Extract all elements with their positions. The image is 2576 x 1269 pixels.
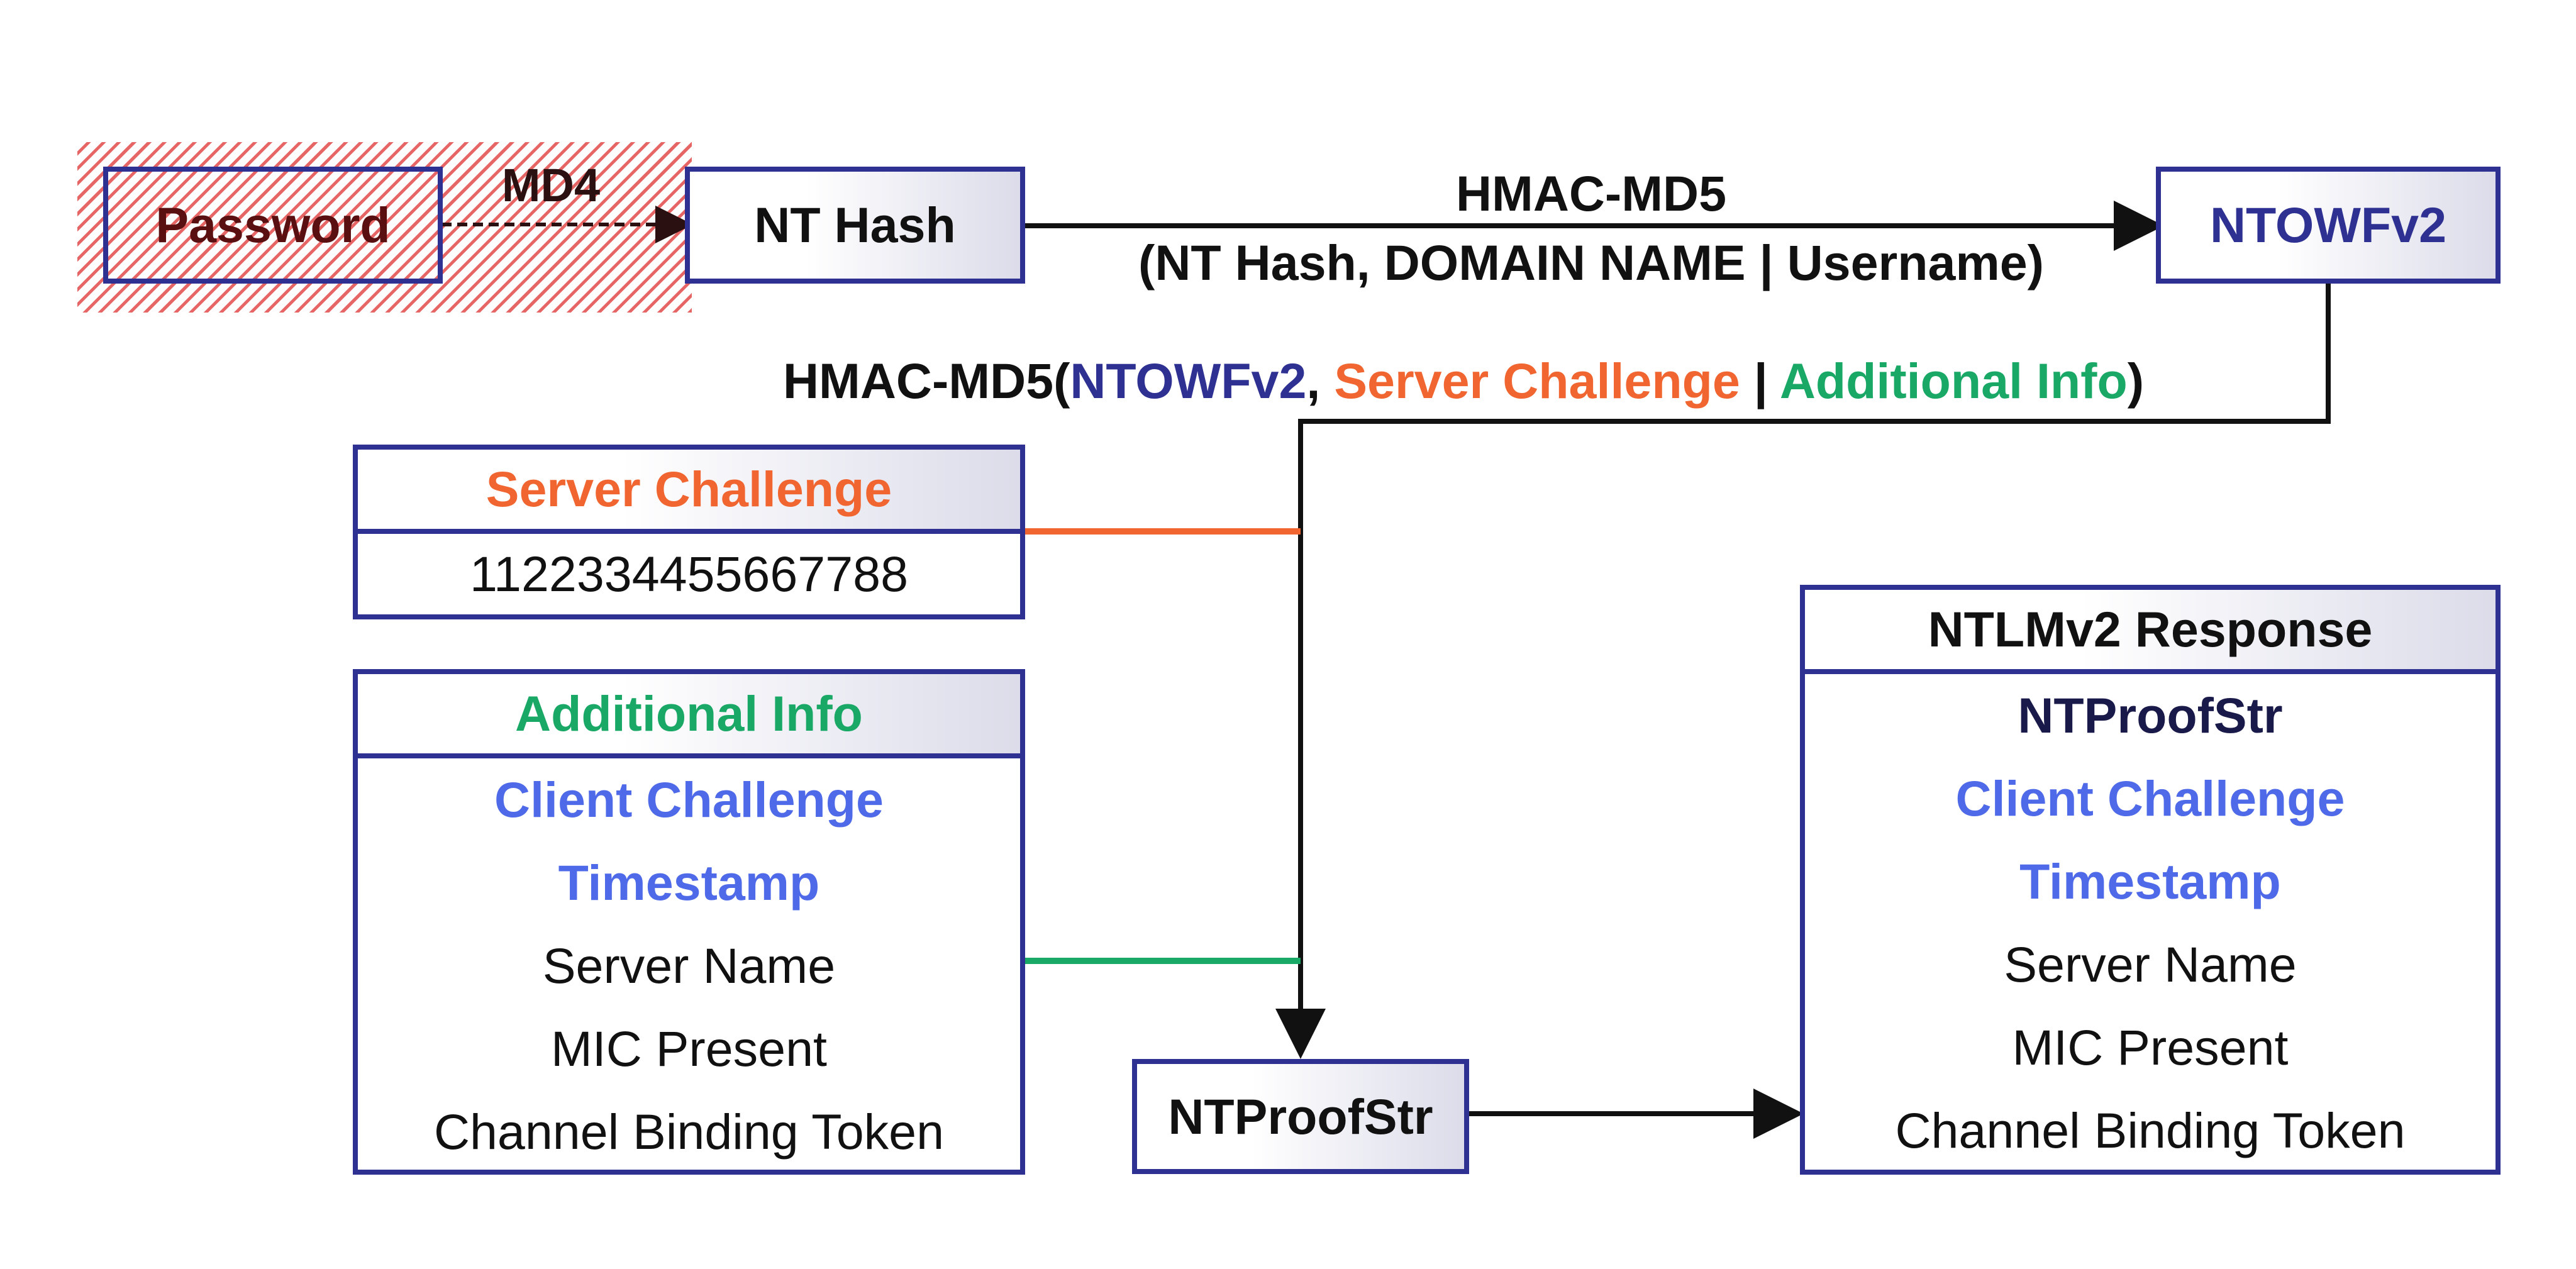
- nt-hash-label: NT Hash: [754, 197, 956, 253]
- md4-label: MD4: [501, 159, 601, 211]
- password-label: Password: [155, 197, 391, 253]
- ntproofstr-label: NTProofStr: [1168, 1088, 1433, 1144]
- info-row-channel-binding-token: Channel Binding Token: [433, 1104, 945, 1160]
- hmac-mid-server-challenge: Server Challenge: [1334, 353, 1740, 409]
- nt-hash-box: NT Hash: [685, 167, 1025, 284]
- response-row-client-challenge: Client Challenge: [1955, 770, 2345, 826]
- ntowfv2-label: NTOWFv2: [2209, 197, 2447, 253]
- info-row-mic-present: MIC Present: [550, 1021, 827, 1077]
- ntowf-to-ntproof-connector: [1275, 284, 2331, 1059]
- server-challenge-value: 1122334455667788: [469, 546, 909, 602]
- hmac-mid-ntowfv2: NTOWFv2: [1070, 353, 1307, 409]
- ntproofstr-box: NTProofStr: [1132, 1059, 1469, 1174]
- ntlmv2-response-header: NTLMv2 Response: [1805, 590, 2496, 674]
- response-row-ntproofstr: NTProofStr: [2018, 687, 2283, 743]
- response-row-channel-binding-token: Channel Binding Token: [1895, 1102, 2406, 1158]
- hmac-top-line1: HMAC-MD5: [1455, 165, 1727, 221]
- server-challenge-table: Server Challenge 1122334455667788: [353, 445, 1025, 619]
- ntlmv2-response-table: NTLMv2 Response NTProofStr Client Challe…: [1800, 585, 2501, 1175]
- info-row-client-challenge: Client Challenge: [494, 772, 884, 828]
- additional-info-table: Additional Info Client Challenge Timesta…: [353, 669, 1025, 1175]
- ntowfv2-box: NTOWFv2: [2156, 167, 2501, 284]
- hmac-mid-prefix: HMAC-MD5(: [783, 353, 1070, 409]
- server-challenge-header: Server Challenge: [358, 450, 1020, 534]
- response-row-server-name: Server Name: [2004, 936, 2297, 992]
- hmac-mid-sep2: |: [1740, 353, 1780, 409]
- password-box: Password: [103, 167, 443, 284]
- additional-info-header: Additional Info: [358, 674, 1020, 758]
- hmac-mid-additional-info: Additional Info: [1779, 353, 2128, 409]
- hmac-top-line2: (NT Hash, DOMAIN NAME | Username): [1138, 235, 2044, 291]
- response-row-mic-present: MIC Present: [2012, 1019, 2289, 1075]
- hmac-mid-label: HMAC-MD5(NTOWFv2, Server Challenge | Add…: [783, 352, 2144, 410]
- response-row-timestamp: Timestamp: [2019, 853, 2281, 909]
- hmac-mid-sep1: ,: [1306, 353, 1335, 409]
- hmac-mid-suffix: ): [2127, 353, 2145, 409]
- info-row-server-name: Server Name: [542, 938, 836, 994]
- info-row-timestamp: Timestamp: [558, 855, 820, 911]
